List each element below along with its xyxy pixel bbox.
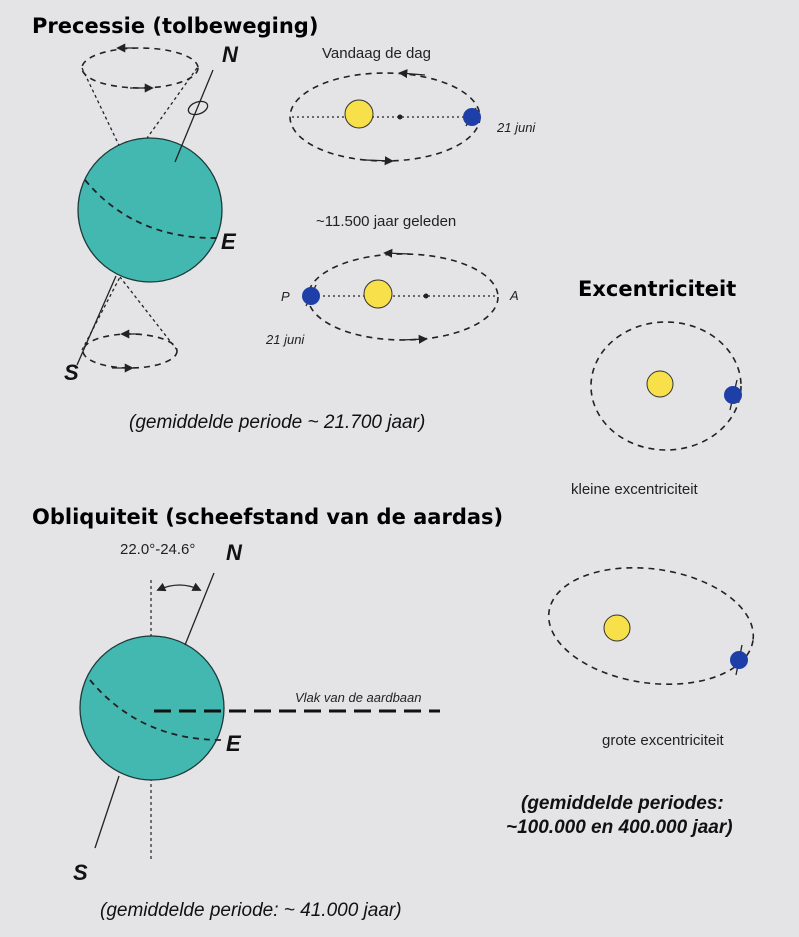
small-eccentricity-label: kleine excentriciteit [571, 481, 699, 498]
precession-axis-south [77, 276, 116, 365]
precession-bottom-cone [82, 277, 177, 368]
precession-earth [78, 138, 222, 282]
tilt-angle-arrow [158, 585, 200, 590]
precession-axis-north [175, 70, 213, 162]
obliquity-north-label: N [226, 540, 243, 565]
past-label: ~11.500 jaar geleden [316, 213, 456, 230]
small-ecc-earth [724, 386, 742, 404]
eccentricity-heading: Excentriciteit [578, 277, 736, 301]
large-ecc-sun [604, 615, 630, 641]
past-sun [364, 280, 392, 308]
precession-north-label: N [222, 42, 239, 67]
today-sun [345, 100, 373, 128]
precession-section: Precessie (tolbeweging) N E S Vandaag [32, 14, 536, 433]
aphelion-label: A [509, 288, 519, 303]
past-orbit [302, 253, 498, 340]
eccentricity-period-line1: (gemiddelde periodes: [521, 793, 724, 814]
precession-heading: Precessie (tolbeweging) [32, 14, 318, 38]
obliquity-equator-label: E [226, 731, 242, 756]
obliquity-heading: Obliquiteit (scheefstand van de aardas) [32, 505, 503, 529]
large-ecc-earth [730, 651, 748, 669]
large-eccentricity-label: grote excentriciteit [602, 732, 725, 749]
obliquity-axis-south [95, 776, 119, 848]
precession-top-circle [82, 48, 198, 88]
perihelion-label: P [281, 289, 290, 304]
orbit-plane-label: Vlak van de aardbaan [295, 690, 421, 705]
small-eccentricity-orbit [591, 322, 742, 450]
precession-south-label: S [64, 360, 79, 385]
past-date-label: 21 juni [265, 332, 305, 347]
obliquity-south-label: S [73, 860, 88, 885]
precession-equator-label: E [221, 229, 237, 254]
obliquity-earth [80, 636, 224, 780]
obliquity-axis-north [185, 573, 214, 645]
obliquity-angle-label: 22.0°-24.6° [120, 541, 195, 558]
today-orbit [290, 73, 481, 161]
precession-bottom-circle [83, 334, 177, 368]
today-date-label: 21 juni [496, 120, 536, 135]
eccentricity-section: Excentriciteit kleine excentriciteit gro… [506, 277, 761, 838]
eccentricity-period-line2: ~100.000 en 400.000 jaar) [506, 817, 733, 838]
today-earth [463, 108, 481, 126]
today-label: Vandaag de dag [322, 45, 431, 62]
large-eccentricity-orbit [541, 555, 761, 697]
small-ecc-sun [647, 371, 673, 397]
past-earth [302, 287, 320, 305]
precession-period: (gemiddelde periode ~ 21.700 jaar) [129, 412, 425, 433]
obliquity-period: (gemiddelde periode: ~ 41.000 jaar) [100, 900, 402, 921]
obliquity-section: Obliquiteit (scheefstand van de aardas) … [32, 505, 503, 921]
